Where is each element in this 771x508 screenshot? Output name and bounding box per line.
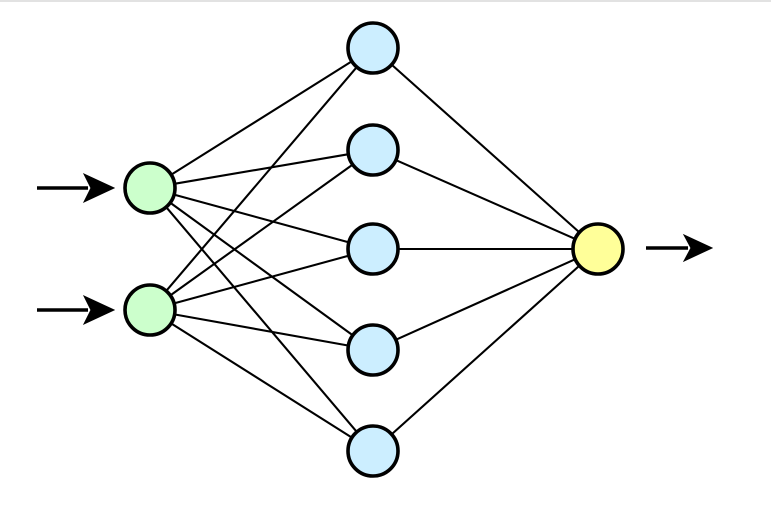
edge-h1-o1 bbox=[389, 62, 582, 235]
hidden-node-1[interactable] bbox=[346, 21, 400, 75]
edge-i2-h1 bbox=[164, 65, 359, 293]
edge-i2-h5 bbox=[169, 321, 354, 440]
edge-i1-h4 bbox=[168, 201, 355, 337]
nodes-group bbox=[123, 21, 625, 478]
edge-i1-h2 bbox=[172, 152, 351, 186]
edge-h4-o1 bbox=[393, 257, 578, 342]
output-arrow-1 bbox=[646, 233, 714, 263]
input-arrow-1 bbox=[37, 172, 116, 204]
edges-group bbox=[164, 59, 582, 440]
hidden-node-4[interactable] bbox=[346, 323, 400, 377]
arrows-group bbox=[37, 172, 714, 326]
top-divider bbox=[0, 0, 771, 2]
input-arrow-2-head-icon bbox=[82, 294, 116, 326]
edge-i1-h3 bbox=[172, 193, 351, 244]
edge-h2-o1 bbox=[393, 158, 578, 241]
input-arrow-1-head-icon bbox=[82, 172, 116, 204]
input-node-2[interactable] bbox=[123, 283, 177, 337]
hidden-node-5[interactable] bbox=[346, 424, 400, 478]
edge-i2-h2 bbox=[168, 162, 355, 298]
hidden-node-3[interactable] bbox=[346, 222, 400, 276]
edge-i1-h1 bbox=[169, 59, 354, 177]
edge-h5-o1 bbox=[389, 263, 582, 437]
output-arrow-1-head-icon bbox=[682, 233, 714, 263]
input-arrow-2 bbox=[37, 294, 116, 326]
edge-i1-h5 bbox=[164, 205, 359, 434]
edge-i2-h4 bbox=[172, 313, 351, 347]
hidden-node-2[interactable] bbox=[346, 123, 400, 177]
output-node-1[interactable] bbox=[571, 222, 625, 276]
input-node-1[interactable] bbox=[123, 161, 177, 215]
edge-i2-h3 bbox=[172, 254, 351, 305]
